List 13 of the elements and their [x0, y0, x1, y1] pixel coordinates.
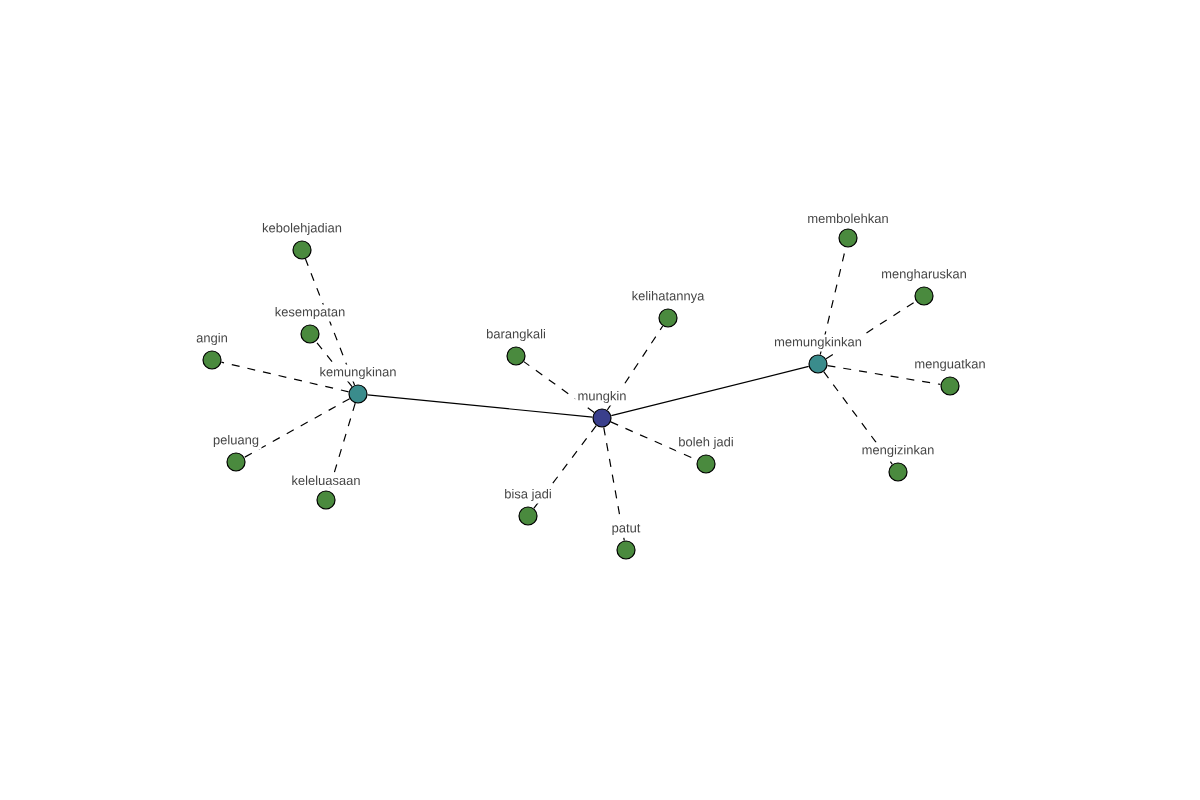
connector-line: [304, 258, 356, 386]
connector-line: [606, 325, 664, 411]
connector-line: [826, 365, 942, 386]
connector-line: [823, 371, 893, 465]
connector-line: [220, 361, 350, 393]
connector-line: [825, 300, 917, 360]
connector-line: [603, 426, 625, 542]
connector-line: [366, 394, 594, 418]
connector-line: [243, 398, 351, 458]
connector-line: [315, 340, 353, 388]
connector-line: [523, 361, 595, 413]
connector-line: [533, 425, 597, 509]
connector-line: [610, 365, 810, 417]
